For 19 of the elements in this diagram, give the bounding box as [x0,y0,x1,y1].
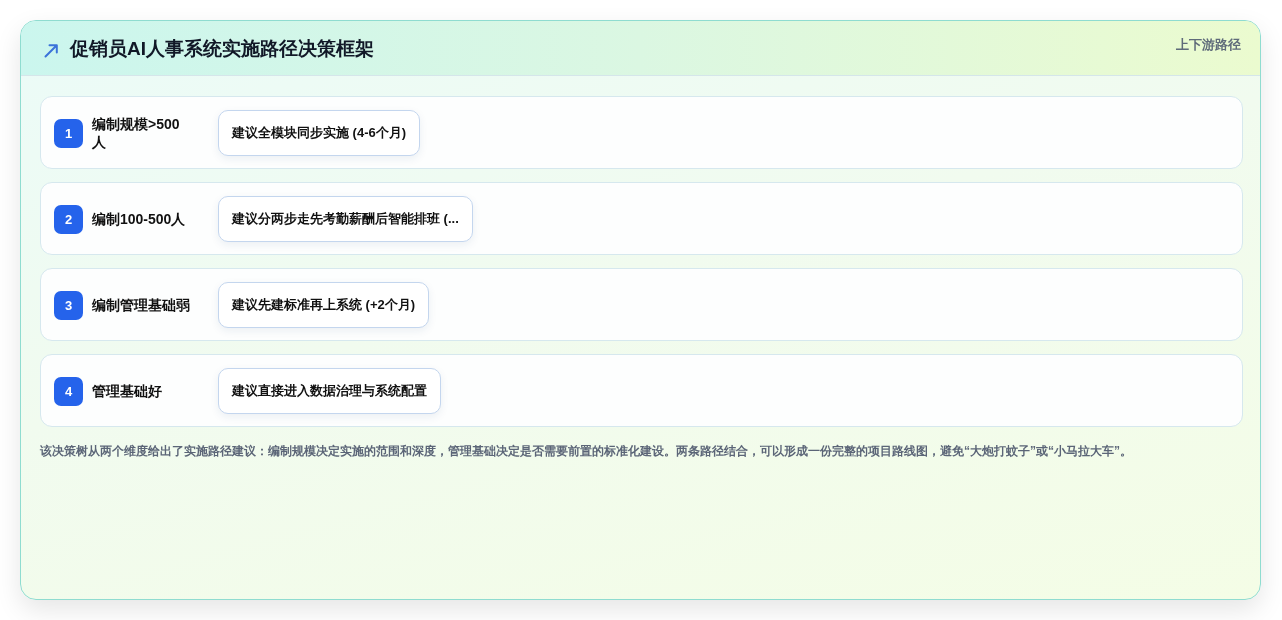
condition-label: 编制规模>500人 [92,114,181,151]
number-badge: 2 [54,205,83,234]
condition-label: 编制管理基础弱 [92,295,191,314]
option-row [40,354,1243,427]
recommendation-box: 建议直接进入数据治理与系统配置 [218,368,441,414]
number-badge: 4 [54,377,83,406]
condition-label: 编制100-500人 [92,209,187,228]
title: 促销员AI人事系统实施路径决策框架 [70,37,374,61]
option-row [40,96,1243,169]
recommendation-box: 建议全模块同步实施 (4-6个月) [218,110,421,156]
header-note: 上下游路径 [1176,36,1241,53]
number-badge: 1 [54,119,83,148]
number-badge: 3 [54,291,83,320]
recommendation-box: 建议分两步走先考勤薪酬后智能排班 (... [218,196,473,242]
caption-text: 该决策树从两个维度给出了实施路径建议：编制规模决定实施的范围和深度，管理基础决定是否需要前置的标准化建设。两条路径结合，可以形成一份完整的项目路线图，避免“大炮打蚊子”或“小马拉大车”。 [40,443,1133,459]
option-row [40,182,1243,255]
option-row [40,268,1243,341]
recommendation-box: 建议先建标准再上系统 (+2个月) [218,282,430,328]
condition-label: 管理基础好 [92,381,163,400]
